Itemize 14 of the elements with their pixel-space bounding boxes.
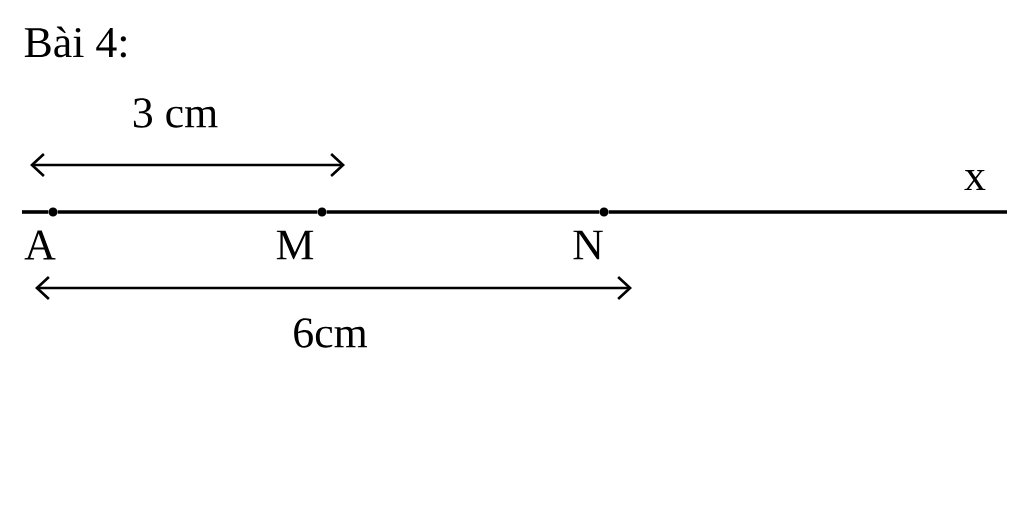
point <box>48 207 58 217</box>
point-label: M <box>276 230 314 260</box>
point-label: N <box>573 230 603 260</box>
measure-label: 6cm <box>294 318 368 348</box>
measure-label: x <box>964 169 986 191</box>
line-segment <box>57 210 318 214</box>
point-label: A <box>24 230 56 260</box>
point <box>599 207 609 217</box>
line-segment <box>22 210 49 214</box>
line-segment <box>608 210 1007 214</box>
point <box>317 207 327 217</box>
title: Bài 4: <box>24 26 126 58</box>
measure-label: 3 cm <box>133 98 218 128</box>
line-segment <box>326 210 600 214</box>
